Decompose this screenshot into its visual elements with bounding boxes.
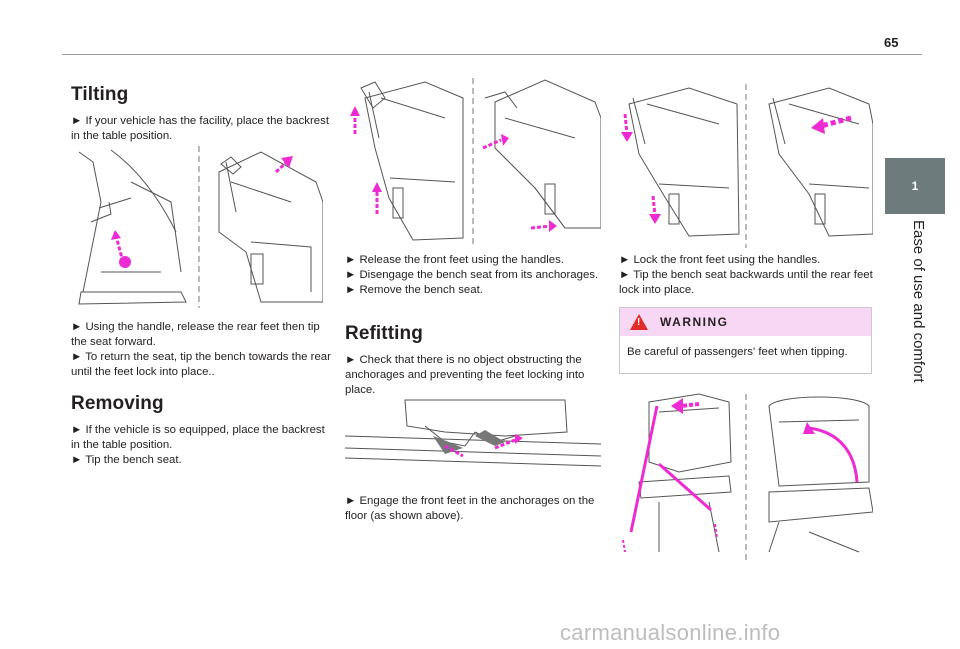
tilting-step-2: ► To return the seat, tip the bench towa… xyxy=(71,351,331,378)
refitting-step-1: ► Engage the front feet in the anchorage… xyxy=(345,495,595,522)
warning-icon: ! xyxy=(630,314,648,330)
top-rule xyxy=(62,54,922,55)
refitting-heading: Refitting xyxy=(345,323,423,344)
tilting-step-1: ► Using the handle, release the rear fee… xyxy=(71,321,320,348)
figure-seat-tipping xyxy=(619,392,873,560)
refitting-step: ► Engage the front feet in the anchorage… xyxy=(345,494,601,524)
tilting-section: Tilting ► If your vehicle has the facili… xyxy=(71,84,333,144)
removing-step-5: ► Remove the bench seat. xyxy=(345,284,483,296)
warning-box: ! WARNING Be careful of passengers' feet… xyxy=(619,307,872,374)
chapter-title: Ease of use and comfort xyxy=(910,220,927,383)
chapter-tab-label: 1 xyxy=(911,179,919,193)
locking-steps: ► Lock the front feet using the handles.… xyxy=(619,253,875,298)
tilting-intro: ► If your vehicle has the facility, plac… xyxy=(71,115,329,142)
tilting-heading: Tilting xyxy=(71,84,129,105)
page-number: 65 xyxy=(884,35,899,50)
figure-locking xyxy=(619,84,873,248)
locking-step-1: ► Lock the front feet using the handles. xyxy=(619,254,821,266)
removing-steps: ► Release the front feet using the handl… xyxy=(345,253,601,298)
refitting-section: Refitting ► Check that there is no objec… xyxy=(345,323,601,398)
warning-title: WARNING xyxy=(660,315,729,329)
removing-step-1: ► If the vehicle is so equipped, place t… xyxy=(71,424,325,451)
figure-refitting xyxy=(345,396,601,468)
tilting-steps: ► Using the handle, release the rear fee… xyxy=(71,320,333,380)
refitting-intro: ► Check that there is no object obstruct… xyxy=(345,354,585,396)
removing-step-2: ► Tip the bench seat. xyxy=(71,454,182,466)
removing-heading: Removing xyxy=(71,393,164,414)
warning-text: Be careful of passengers' feet when tipp… xyxy=(627,346,848,358)
removing-section: Removing ► If the vehicle is so equipped… xyxy=(71,393,333,468)
removing-step-3: ► Release the front feet using the handl… xyxy=(345,254,564,266)
warning-header: ! WARNING xyxy=(620,308,871,336)
figure-tilting xyxy=(71,142,323,312)
chapter-tab[interactable]: 1 xyxy=(885,158,945,214)
watermark: carmanualsonline.info xyxy=(560,620,781,645)
figure-removing xyxy=(345,78,601,246)
locking-step-2: ► Tip the bench seat backwards until the… xyxy=(619,269,873,296)
removing-step-4: ► Disengage the bench seat from its anch… xyxy=(345,269,599,281)
warning-icon-mark: ! xyxy=(637,317,641,328)
